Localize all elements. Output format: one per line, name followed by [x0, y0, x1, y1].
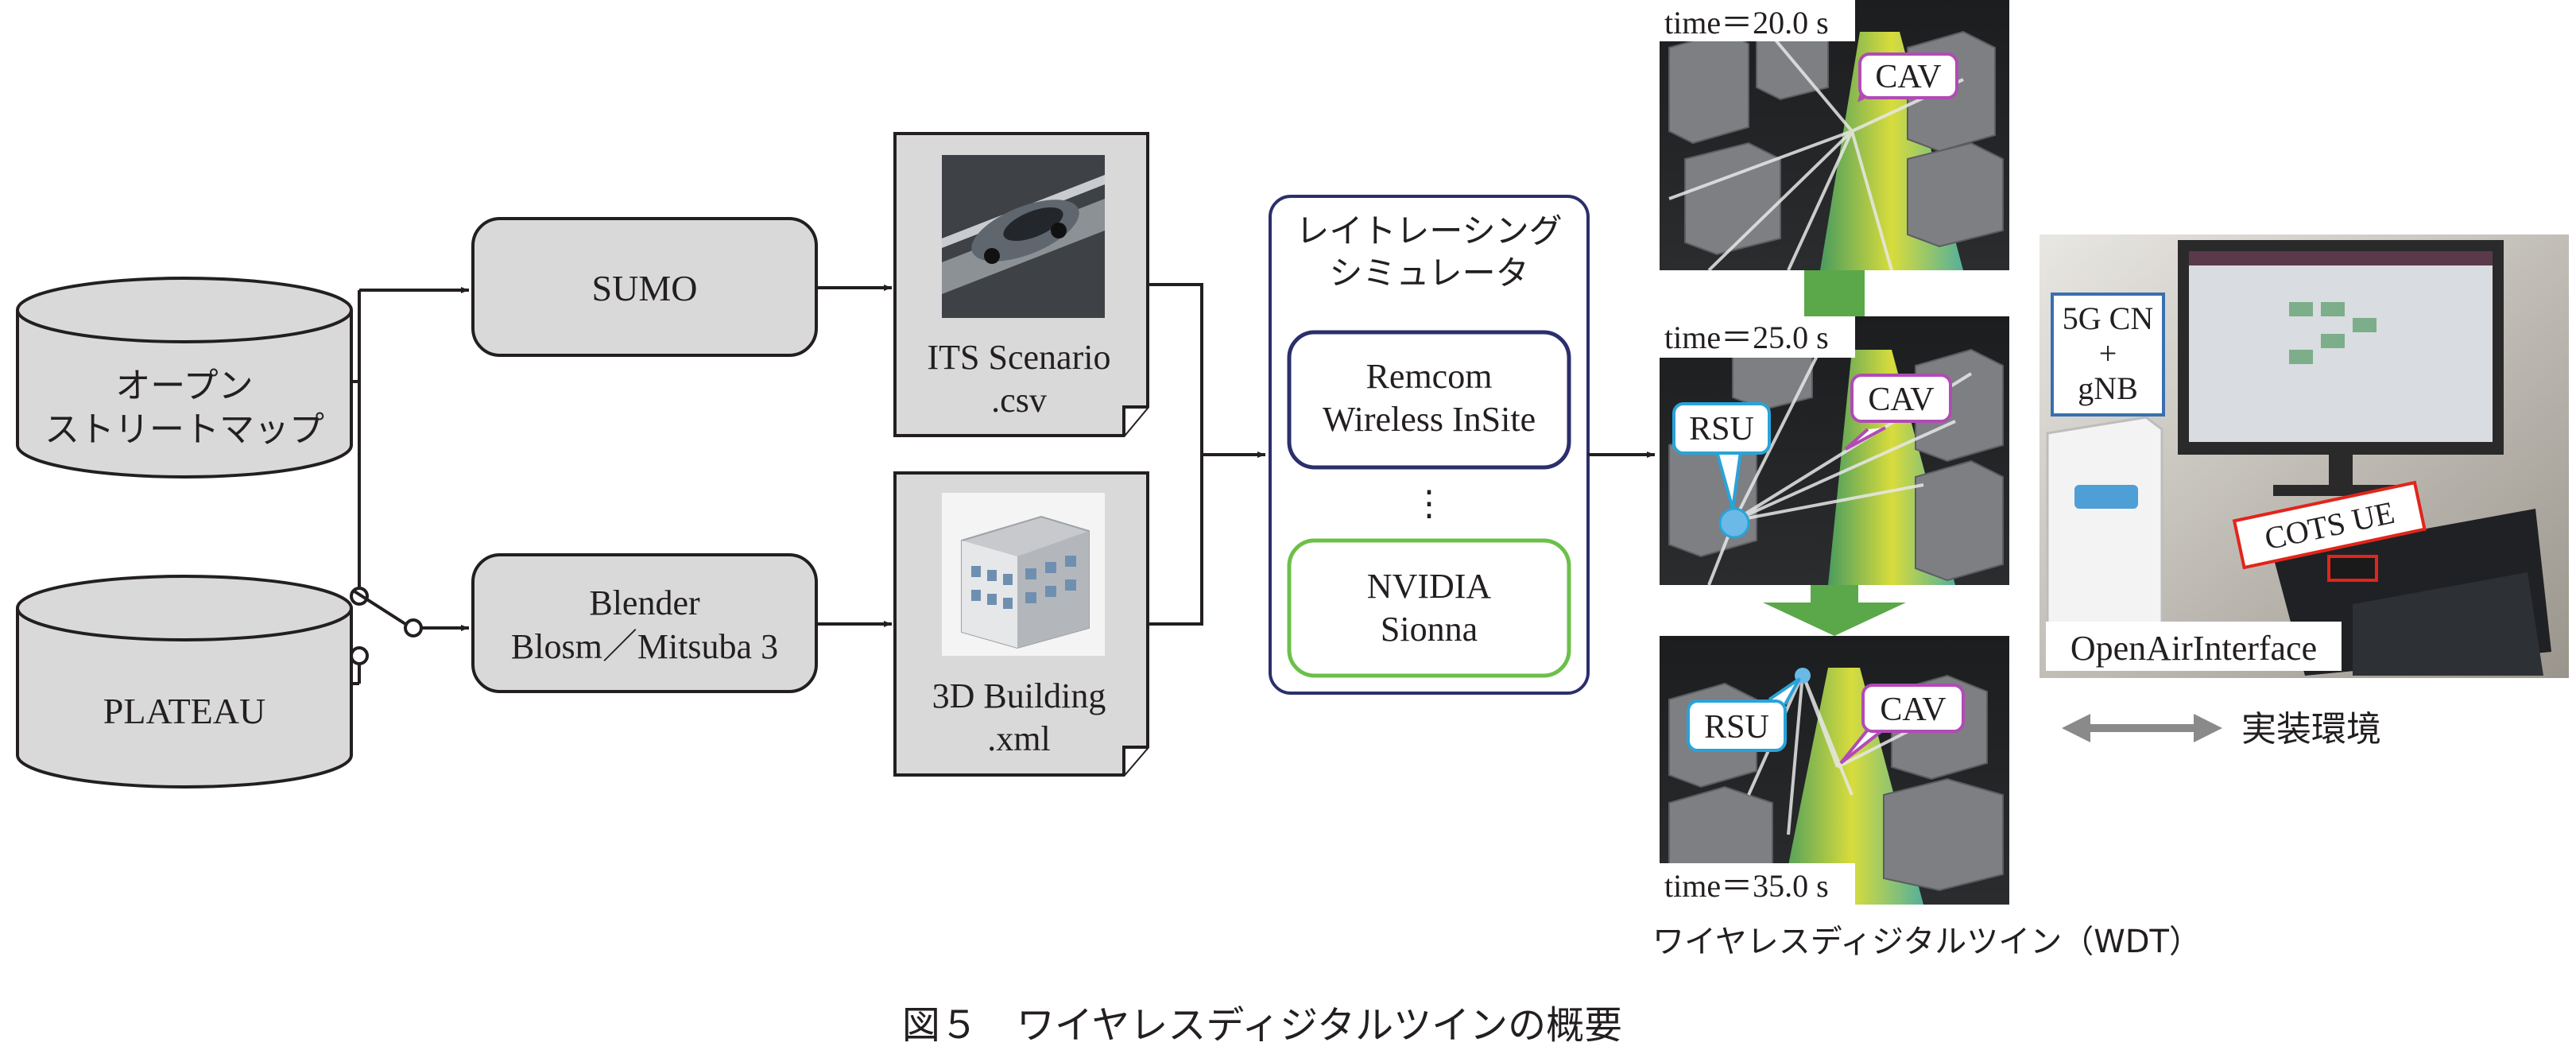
blender-box: Blender Blosm／Mitsuba 3 — [471, 553, 818, 693]
oai-label: OpenAirInterface — [2070, 629, 2317, 668]
time-label-t25: time＝25.0 s — [1664, 320, 1829, 355]
ray-tracing-simulator: レイトレーシング シミュレータ Remcom Wireless InSite ⋮… — [1269, 195, 1590, 695]
building-image — [942, 493, 1105, 656]
raytracer-title-line2: シミュレータ — [1329, 254, 1528, 293]
ellipsis: ⋮ — [1412, 484, 1447, 523]
wdt-caption: ワイヤレスディジタルツイン（WDT） — [1652, 924, 2201, 960]
cav-callout-2: CAV — [1844, 374, 1952, 451]
its-scenario-file: ITS Scenario .csv — [893, 132, 1149, 437]
3d-building-label-line1: 3D Building — [932, 676, 1106, 715]
cn-label-line3: gNB — [2078, 370, 2138, 406]
source-switch — [350, 287, 469, 685]
time-label-t20: time＝20.0 s — [1664, 5, 1829, 41]
plateau-database: PLATEAU — [16, 575, 353, 789]
green-arrow-2 — [1763, 585, 1906, 636]
testbed-photo — [2039, 234, 2569, 678]
osm-label-line2: ストリートマップ — [45, 409, 324, 450]
its-scenario-label-line2: .csv — [991, 381, 1047, 420]
cav-callout-1: CAV — [1857, 52, 1958, 103]
openstreetmap-database: オープン ストリートマップ — [16, 277, 353, 479]
green-arrow-1 — [1804, 270, 1865, 316]
5g-cn-gnb-callout: 5G CN + gNB — [2051, 293, 2165, 417]
rsu-label-2: RSU — [1704, 709, 1769, 746]
plateau-label: PLATEAU — [103, 691, 265, 731]
sumo-box: SUMO — [471, 217, 818, 357]
blender-label-line2: Blosm／Mitsuba 3 — [511, 627, 778, 666]
blender-label-line1: Blender — [589, 583, 700, 622]
simulation-panel-t35: RSU CAV time＝35.0 s — [1660, 636, 2009, 905]
sumo-label: SUMO — [592, 268, 698, 308]
rsu-label-1: RSU — [1689, 411, 1754, 448]
sionna-label-line2: Sionna — [1381, 610, 1478, 649]
raytracer-title-line1: レイトレーシング — [1296, 211, 1562, 250]
time-label-t35: time＝35.0 s — [1664, 868, 1829, 904]
cav-callout-3: CAV — [1839, 684, 1965, 765]
3d-building-file: 3D Building .xml — [893, 471, 1149, 777]
simulation-panel-t25: time＝25.0 s CAV RSU — [1660, 316, 2009, 586]
implementation-legend: 実装環境 — [2062, 709, 2381, 750]
cav-label-1: CAV — [1875, 59, 1941, 95]
3d-building-label-line2: .xml — [987, 719, 1050, 758]
rsu-callout-1: RSU — [1672, 402, 1771, 510]
its-scenario-label-line1: ITS Scenario — [928, 338, 1111, 377]
cav-label-3: CAV — [1880, 692, 1946, 728]
oai-label-bg — [2046, 622, 2342, 671]
sionna-box — [1287, 538, 1571, 678]
remcom-label-line2: Wireless InSite — [1323, 400, 1536, 439]
cav-label-2: CAV — [1868, 382, 1934, 418]
car-image — [942, 155, 1105, 318]
simulation-panel-t20: time＝20.0 s CAV — [1660, 0, 2009, 272]
remcom-box — [1287, 330, 1571, 470]
merge-connector — [1148, 283, 1265, 626]
sionna-label-line1: NVIDIA — [1367, 567, 1492, 606]
osm-label-line1: オープン — [115, 366, 253, 406]
remcom-label-line1: Remcom — [1366, 357, 1493, 396]
legend-label: 実装環境 — [2241, 709, 2381, 750]
cn-label-line2: + — [2099, 335, 2117, 371]
cn-label-line1: 5G CN — [2063, 300, 2153, 336]
figure-caption: 図５ ワイヤレスディジタルツインの概要 — [902, 1003, 1622, 1048]
rsu-callout-2: RSU — [1687, 677, 1801, 752]
